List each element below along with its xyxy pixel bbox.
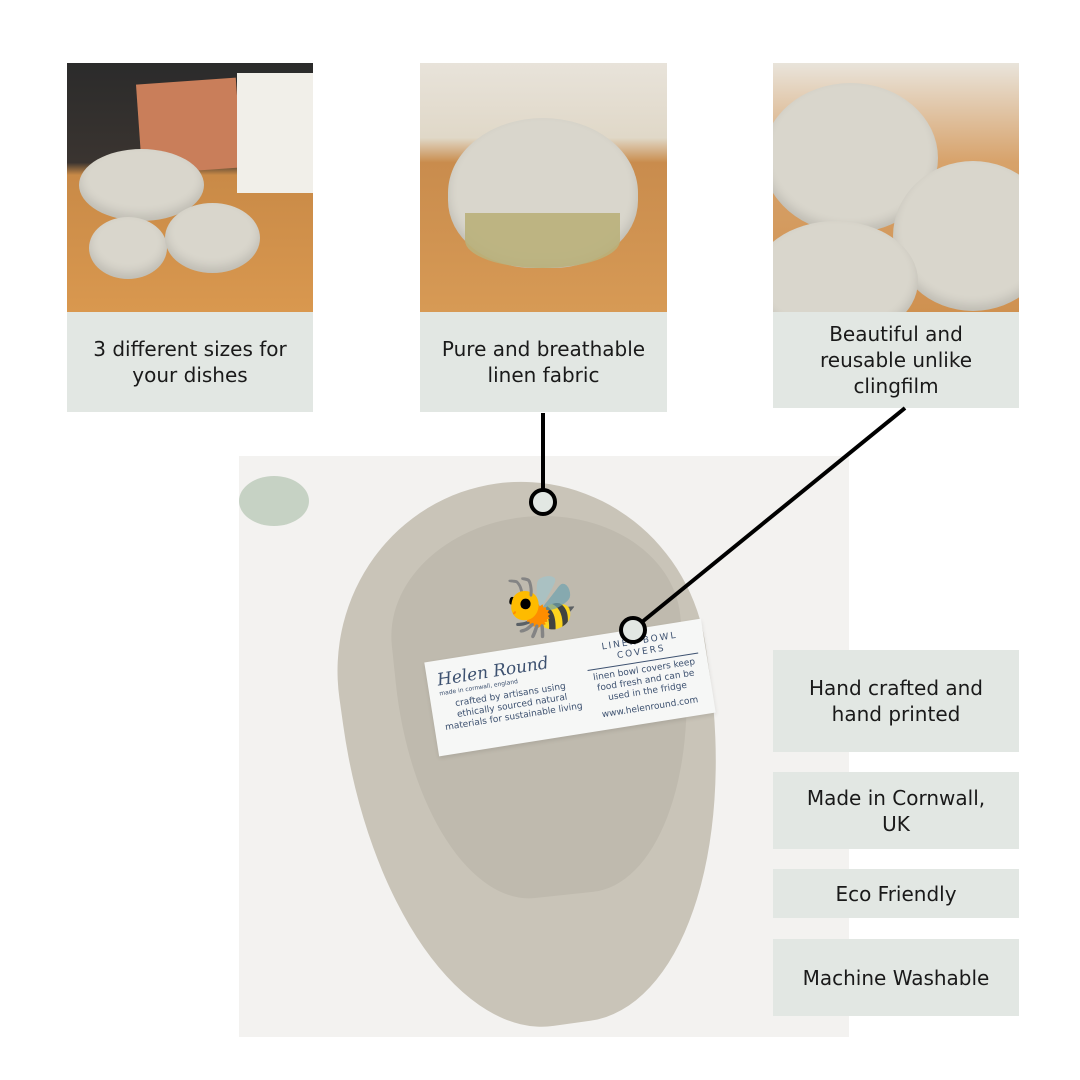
caption-text: Hand crafted and hand printed xyxy=(808,676,983,726)
caption-text: 3 different sizes for your dishes xyxy=(93,337,287,387)
caption-text: Machine Washable xyxy=(802,965,990,990)
caption-text: Eco Friendly xyxy=(835,881,957,906)
feature-caption: Made in Cornwall, UK xyxy=(773,772,1019,849)
photo-three-sizes xyxy=(67,63,313,312)
caption-text: Made in Cornwall, UK xyxy=(806,785,986,836)
main-product-photo: 🐝 xyxy=(239,456,849,1037)
feature-caption: 3 different sizes for your dishes xyxy=(67,312,313,412)
feature-caption: Pure and breathable linen fabric xyxy=(420,312,667,412)
connector-dot xyxy=(619,616,647,644)
photo-closeup xyxy=(773,63,1019,312)
connector-dot xyxy=(529,488,557,516)
connector-line xyxy=(640,406,907,624)
feature-caption: Hand crafted and hand printed xyxy=(773,650,1019,752)
feature-caption: Eco Friendly xyxy=(773,869,1019,918)
caption-text: Beautiful and reusable unlike clingfilm xyxy=(820,322,972,398)
photo-linen-bowl xyxy=(420,63,667,312)
feature-caption: Beautiful and reusable unlike clingfilm xyxy=(773,312,1019,408)
caption-text: Pure and breathable linen fabric xyxy=(441,337,646,387)
feature-caption: Machine Washable xyxy=(773,939,1019,1016)
